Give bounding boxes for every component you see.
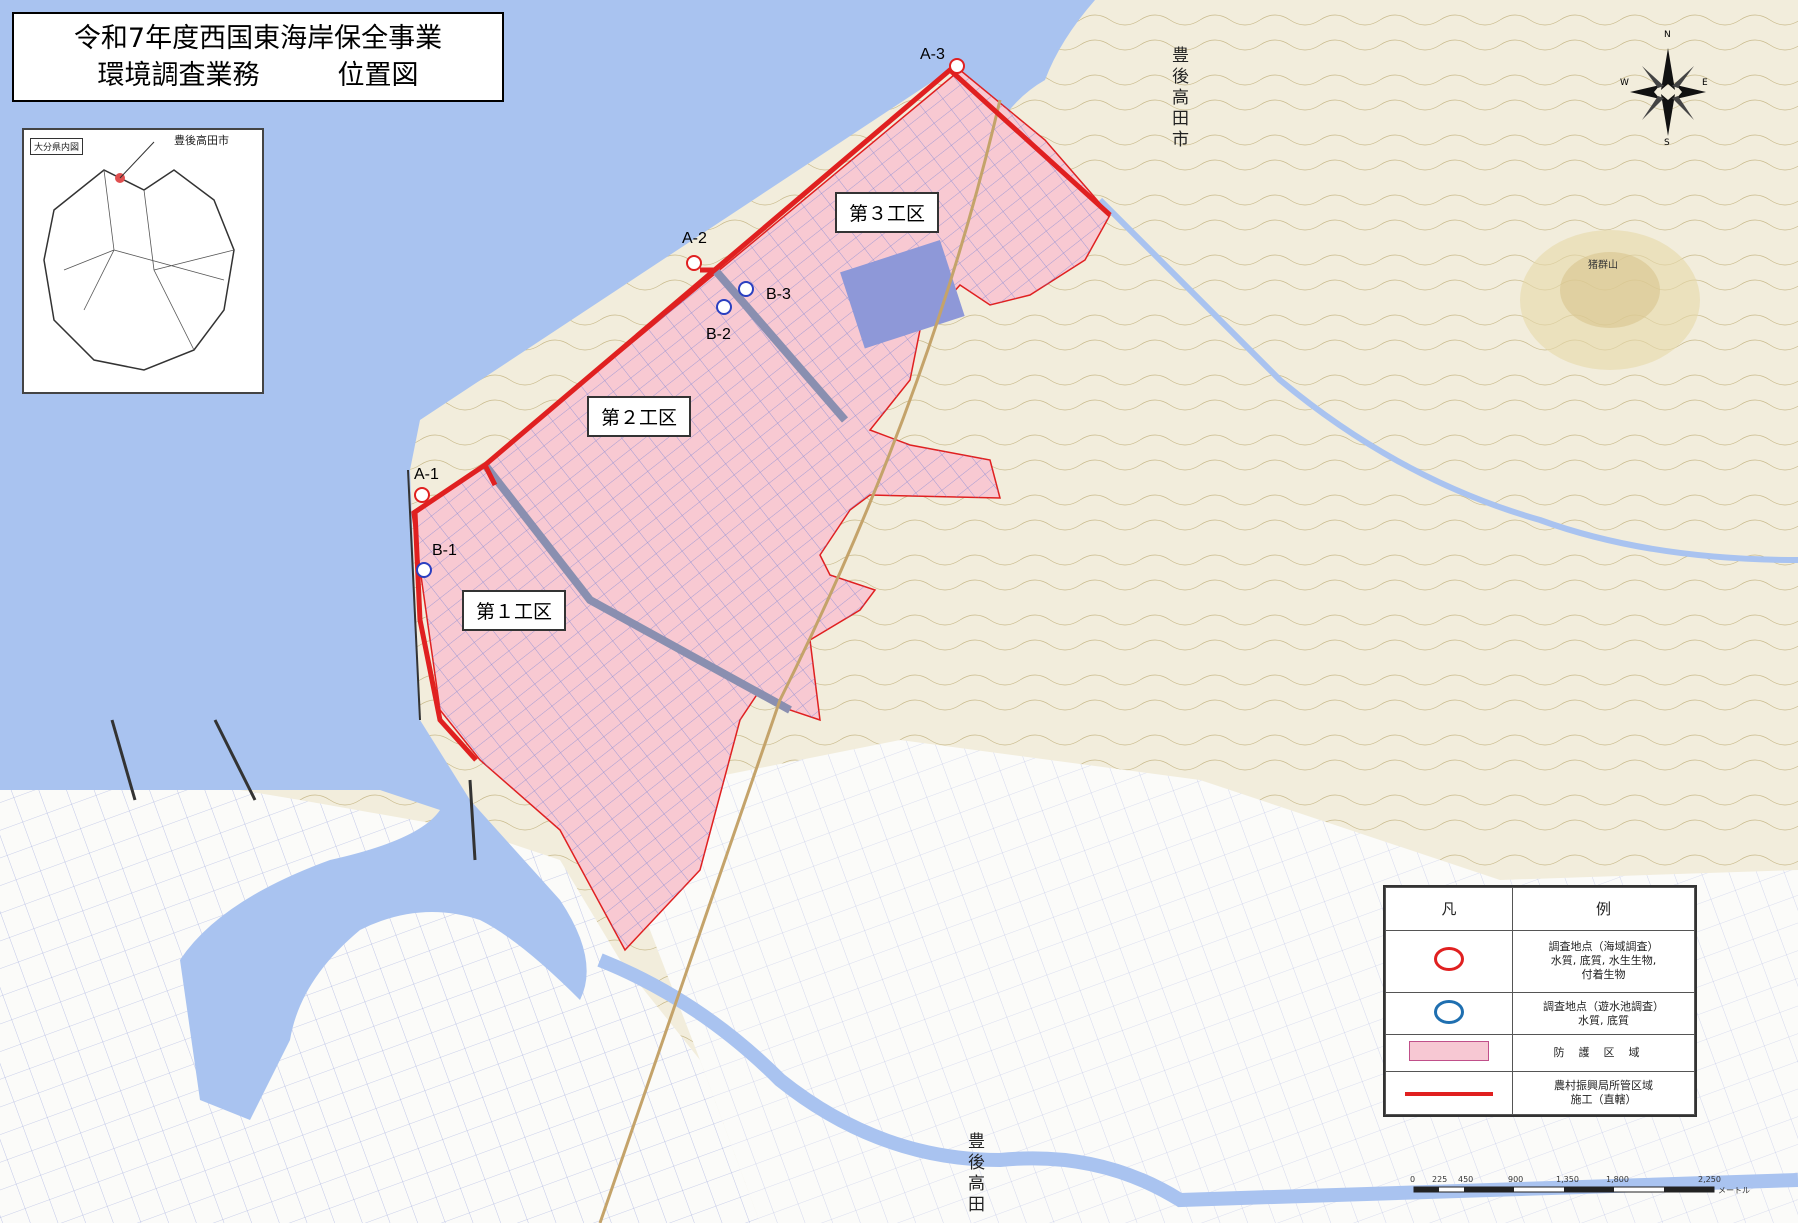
place-city-top: 豊後高田市 [1168, 46, 1188, 151]
legend-sym-line [1385, 1071, 1513, 1115]
scale-tick-4: 1,350 [1556, 1175, 1579, 1184]
compass-icon [1630, 48, 1706, 136]
pier-2 [213, 719, 257, 801]
legend-row4: 農村振興局所管区域 施工（直轄） [1512, 1071, 1695, 1115]
reservoir [840, 239, 965, 349]
direct-construction-line[interactable] [412, 66, 1112, 762]
label-b1: B-1 [432, 542, 457, 559]
survey-point-b3[interactable] [738, 281, 754, 297]
pier-3 [468, 779, 477, 861]
title-line1: 令和7年度西国東海岸保全事業 [73, 23, 443, 54]
label-a1: A-1 [414, 466, 439, 483]
river-katsura [597, 953, 1798, 1208]
legend-sym-blue-circle [1385, 991, 1513, 1036]
red-circle-icon [1434, 947, 1464, 972]
compass-e: E [1702, 78, 1708, 88]
inset-municipal-lines [63, 169, 235, 351]
compass-w: W [1620, 78, 1629, 88]
legend-row3: 防護区域 [1512, 1034, 1695, 1073]
compass-s: S [1664, 138, 1670, 148]
legend-header-right: 例 [1512, 887, 1695, 931]
sea [0, 0, 1095, 1120]
compass-n: N [1664, 30, 1671, 40]
survey-point-a2[interactable] [686, 255, 702, 271]
scale-tick-1: 225 [1432, 1175, 1448, 1184]
pier-4 [407, 469, 421, 721]
scale-tick-3: 900 [1508, 1175, 1524, 1184]
survey-point-a3[interactable] [949, 58, 965, 74]
inset-map[interactable]: 大分県内図 豊後高田市 [22, 128, 264, 394]
pier-1 [110, 719, 137, 801]
pink-area-icon [1409, 1041, 1489, 1062]
zone2-label: 第２工区 [587, 396, 692, 437]
red-line-icon [1405, 1092, 1493, 1097]
inset-prefecture-outline [43, 169, 235, 371]
legend-row1: 調査地点（海域調査） 水質, 底質, 水生生物, 付着生物 [1512, 930, 1695, 993]
zone-divider-2-3 [711, 267, 849, 423]
zone-divider-1-2 [481, 462, 792, 714]
survey-point-b2[interactable] [716, 299, 732, 315]
legend-row4-line2: 施工（直轄） [1570, 1093, 1637, 1107]
inset-city-label: 豊後高田市 [174, 134, 229, 147]
title-box: 令和7年度西国東海岸保全事業 環境調査業務 位置図 [12, 12, 504, 102]
legend-header-left: 凡 [1385, 887, 1513, 931]
title-line2: 環境調査業務 位置図 [98, 57, 419, 94]
label-b2: B-2 [706, 326, 731, 343]
inset-map-svg [43, 141, 235, 371]
legend-row1-line1: 調査地点（海域調査） [1548, 940, 1659, 954]
compass-rose: N S E W [1620, 30, 1708, 148]
road-main [598, 99, 1002, 1223]
lowland-southwest-grid [0, 770, 760, 1223]
inset-region-label: 大分県内図 [30, 138, 84, 155]
legend-sym-red-circle [1385, 930, 1513, 993]
legend-row2: 調査地点（遊水池調査） 水質, 底質 [1512, 991, 1695, 1036]
legend-row2-line2: 水質, 底質 [1578, 1013, 1629, 1027]
scale-tick-6: 2,250 [1698, 1175, 1721, 1184]
scale-tick-2: 450 [1458, 1175, 1474, 1184]
blue-circle-icon [1434, 999, 1464, 1024]
label-a2: A-2 [682, 230, 707, 247]
direct-construction-line-divider[interactable] [482, 267, 715, 487]
scale-unit: メートル [1718, 1186, 1750, 1195]
title-line2-left: 環境調査業務 [97, 60, 260, 91]
label-b3: B-3 [766, 286, 791, 303]
river-north [1097, 197, 1798, 563]
place-city-bottom: 豊後高田 [964, 1132, 984, 1216]
legend-table: 凡 例 調査地点（海域調査） 水質, 底質, 水生生物, 付着生物 調査地点（遊… [1385, 887, 1695, 1115]
scale-bar-graphic [1413, 1186, 1715, 1193]
survey-point-b1[interactable] [416, 562, 432, 578]
label-a3: A-3 [920, 46, 945, 63]
legend-row1-line2: 水質, 底質, 水生生物, [1550, 954, 1657, 968]
zone3-label: 第３工区 [835, 192, 940, 233]
legend-row2-line1: 調査地点（遊水池調査） [1543, 999, 1664, 1013]
title-line2-right: 位置図 [337, 60, 419, 91]
legend-row4-line1: 農村振興局所管区域 [1554, 1079, 1653, 1093]
mountain-contours-inner [1560, 252, 1660, 328]
legend-row1-line3: 付着生物 [1581, 968, 1626, 982]
legend: 凡 例 調査地点（海域調査） 水質, 底質, 水生生物, 付着生物 調査地点（遊… [1383, 885, 1697, 1117]
legend-sym-pink [1385, 1034, 1513, 1073]
scale-bar: 0 225 450 900 1,350 1,800 2,250 メートル [1410, 1175, 1770, 1205]
survey-point-a1[interactable] [414, 487, 430, 503]
scale-tick-0: 0 [1410, 1175, 1416, 1184]
place-mountain: 猪群山 [1588, 260, 1618, 271]
zone1-label: 第１工区 [462, 590, 567, 631]
scale-tick-5: 1,800 [1606, 1175, 1629, 1184]
inset-leader-line [119, 141, 155, 179]
